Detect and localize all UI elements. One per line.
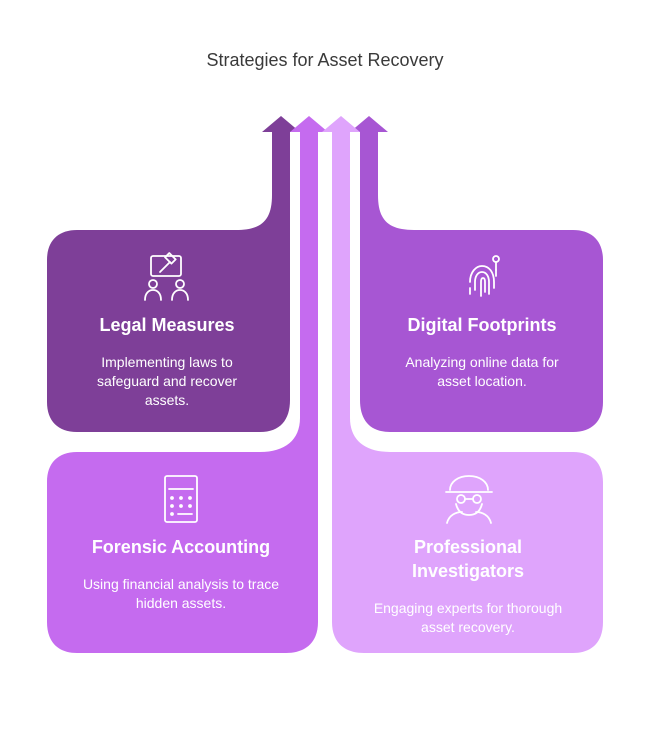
- fingerprint-icon: [469, 255, 500, 297]
- card-legal-measures-shape: [47, 116, 300, 432]
- card-professional-investigators-shape: [322, 116, 603, 653]
- detective-icon: [445, 475, 493, 524]
- page-title: Strategies for Asset Recovery: [206, 50, 444, 70]
- card-forensic-accounting: Forensic Accounting Using financial anal…: [70, 535, 292, 613]
- card-title: Forensic Accounting: [91, 537, 271, 557]
- card-forensic-accounting-shape: [47, 116, 328, 653]
- card-title: Legal Measures: [99, 315, 235, 335]
- card-description: Engaging experts for thorough asset reco…: [373, 600, 563, 635]
- card-description: Analyzing online data for asset location…: [405, 354, 559, 389]
- gavel-people-icon: [144, 252, 189, 301]
- card-title: Digital Footprints: [407, 315, 557, 335]
- card-description: Implementing laws to safeguard and recov…: [96, 354, 238, 408]
- card-description: Using financial analysis to trace hidden…: [82, 576, 280, 611]
- card-title: Professional Investigators: [411, 537, 525, 581]
- calculator-icon: [164, 475, 198, 523]
- card-professional-investigators: Professional Investigators Engaging expe…: [358, 535, 578, 637]
- card-digital-footprints: Digital Footprints Analyzing online data…: [372, 313, 592, 391]
- card-legal-measures: Legal Measures Implementing laws to safe…: [57, 313, 277, 410]
